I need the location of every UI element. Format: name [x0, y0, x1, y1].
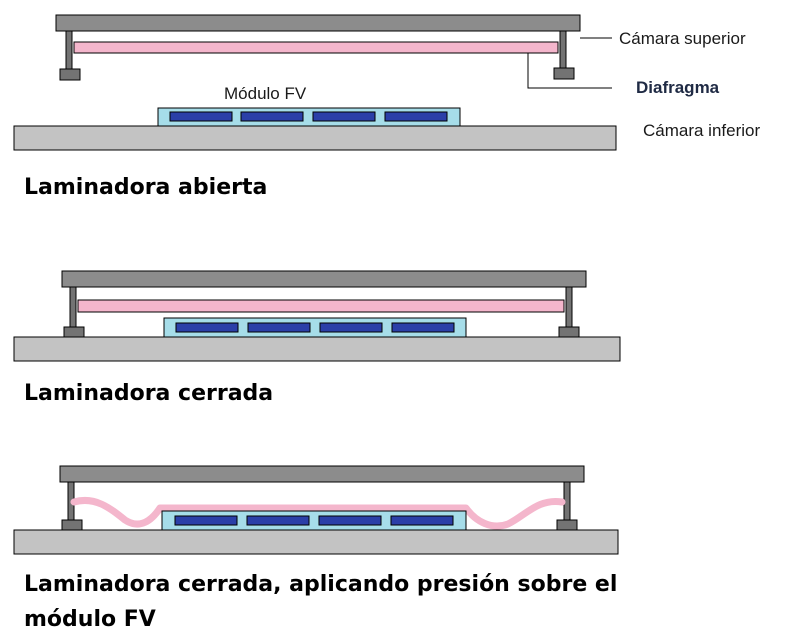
leader-line-diaphragm: [527, 53, 612, 89]
stage-pressing-caption-line1: Laminadora cerrada, aplicando presión so…: [24, 572, 617, 597]
pv-cell: [174, 515, 238, 526]
module-label: Módulo FV: [224, 84, 307, 103]
pv-module-glass: [161, 510, 467, 531]
pv-cell: [390, 515, 454, 526]
pv-module-glass: [163, 317, 467, 338]
lower-chamber-label: Cámara inferior: [643, 121, 760, 140]
lid-foot: [556, 519, 578, 531]
lower-chamber-base: [13, 125, 617, 151]
stage-pressing: Laminadora cerrada, aplicando presión so…: [13, 465, 619, 632]
pv-cell: [391, 322, 455, 333]
stage-pressing-caption-line2: módulo FV: [24, 607, 156, 632]
lid-leg: [559, 30, 567, 70]
lower-chamber-base: [13, 529, 619, 555]
pv-cell: [175, 322, 239, 333]
lid-foot: [553, 67, 575, 80]
stage-open-caption: Laminadora abierta: [24, 175, 267, 200]
pv-cell: [312, 111, 376, 122]
lid-foot: [63, 326, 85, 338]
diaphragm-deformed: [70, 497, 566, 530]
stage-closed: Laminadora cerrada: [13, 270, 621, 406]
lower-chamber-base: [13, 336, 621, 362]
lid-foot: [61, 519, 83, 531]
diaphragm: [77, 299, 565, 313]
stage-open: Módulo FV Cámara superior Diafragma Cáma…: [13, 14, 760, 200]
stage-closed-caption: Laminadora cerrada: [24, 381, 273, 406]
lid-leg: [69, 286, 77, 328]
pv-cell: [319, 322, 383, 333]
lid-foot: [558, 326, 580, 338]
upper-chamber-lid: [55, 14, 581, 32]
pv-cell: [384, 111, 448, 122]
upper-chamber-lid: [59, 465, 585, 483]
pv-cell: [246, 515, 310, 526]
lid-foot: [59, 68, 81, 81]
pv-cell: [169, 111, 233, 122]
lid-leg: [565, 286, 573, 328]
upper-chamber-lid: [61, 270, 587, 288]
pv-cell: [240, 111, 304, 122]
lid-leg: [65, 30, 73, 70]
upper-chamber-label: Cámara superior: [619, 29, 746, 48]
pv-cell: [247, 322, 311, 333]
diaphragm: [73, 41, 559, 54]
pv-cell: [318, 515, 382, 526]
diaphragm-label: Diafragma: [636, 78, 720, 97]
